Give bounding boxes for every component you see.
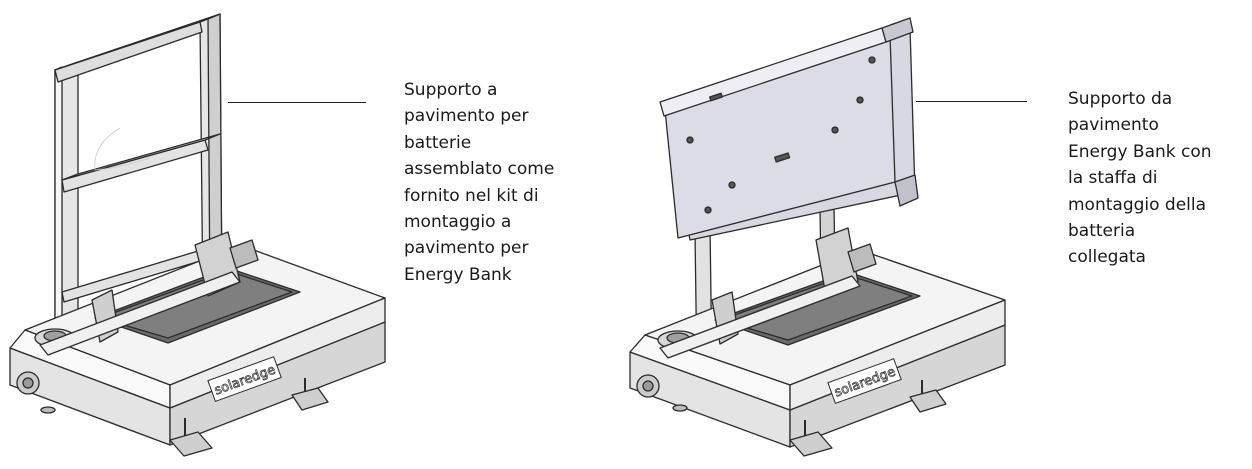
floor-stand-caption: Supporto a pavimento per batterie assemb… [404,80,555,285]
logo-plate [207,356,282,403]
stand-with-bracket-drawing: solaredge [629,17,1006,457]
stand-with-bracket-caption: Supporto da pavimento Energy Bank con la… [1068,89,1212,268]
floor-stand-drawing: solaredge [9,13,386,457]
leader-line-left [228,102,366,103]
logo-plate [827,358,902,405]
stand-with-bracket-figure: solaredge [620,0,1040,469]
leader-line-right [916,101,1027,102]
floor-stand-figure: solaredge [0,0,400,469]
